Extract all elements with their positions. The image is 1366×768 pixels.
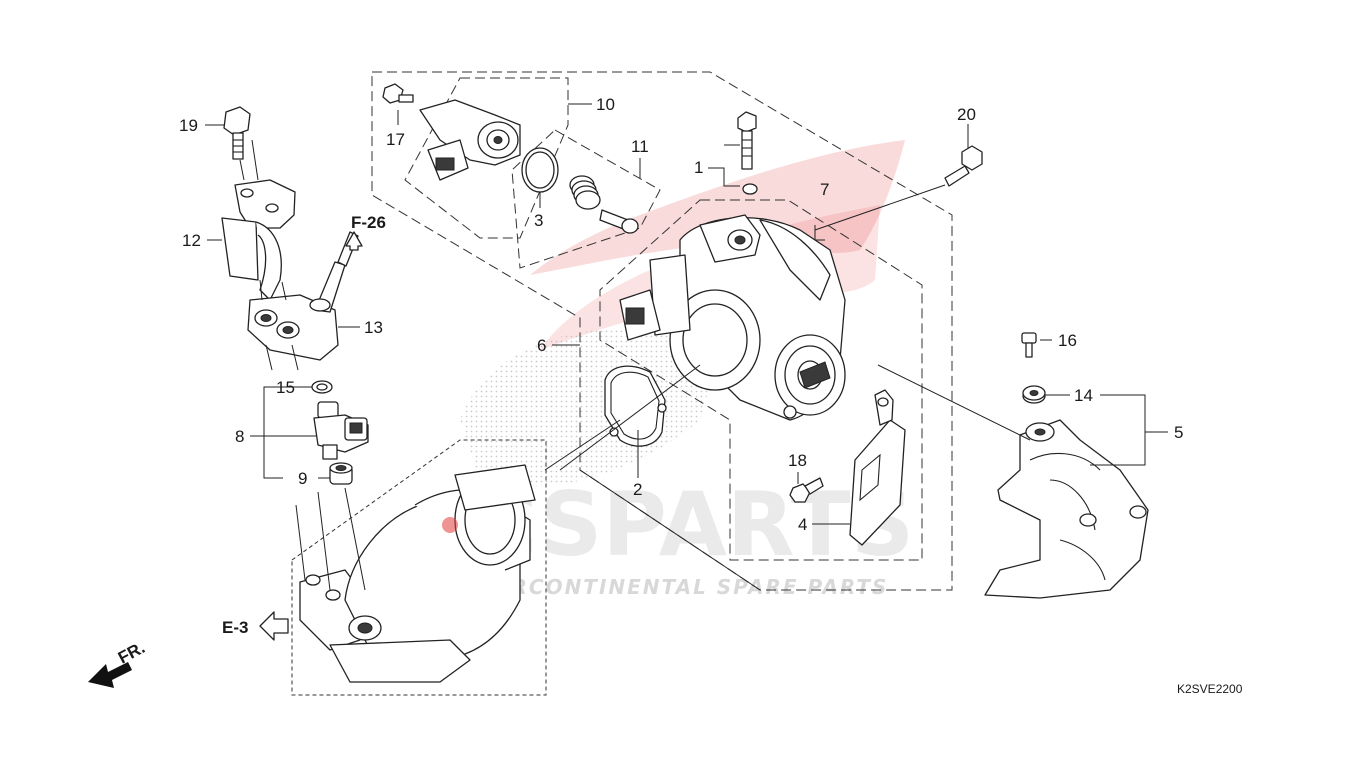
callout-15: 15 (276, 378, 295, 397)
callout-18: 18 (788, 451, 807, 470)
outline-sensor-10 (404, 77, 569, 239)
reference-f26-group: F-26 (345, 213, 386, 251)
callout-8: 8 (235, 427, 244, 446)
front-direction-group: FR. (88, 638, 148, 688)
reference-e3-group: E-3 (222, 611, 289, 641)
callout-9: 9 (298, 469, 307, 488)
part-1-screw (737, 111, 758, 195)
part-18-screw (789, 477, 824, 503)
part-8-injector (313, 401, 369, 460)
outline-kit-11 (511, 129, 661, 269)
callout-17: 17 (386, 130, 405, 149)
part-5-cover (984, 419, 1149, 599)
part-intake-manifold (299, 464, 536, 683)
watermark-dotted-field (460, 328, 720, 487)
callout-20: 20 (957, 105, 976, 124)
part-7-throttle-body (619, 214, 846, 421)
part-3-oring (521, 147, 559, 193)
part-15-oring (311, 380, 333, 394)
part-20-bolt (944, 145, 983, 187)
callout-6: 6 (537, 336, 546, 355)
ref-f26: F-26 (351, 213, 386, 232)
callout-19: 19 (179, 116, 198, 135)
part-9-seal (329, 462, 353, 485)
leader-lines (205, 103, 1168, 591)
callout-4: 4 (798, 515, 807, 534)
callout-2: 2 (633, 480, 642, 499)
callout-11: 11 (631, 137, 649, 156)
up-arrow-icon (345, 231, 363, 251)
callout-5: 5 (1174, 423, 1183, 442)
callout-10: 10 (596, 95, 615, 114)
ref-e3: E-3 (222, 618, 248, 637)
callout-labels: 1 2 3 4 5 6 7 8 9 10 11 12 13 14 15 16 1… (179, 95, 1183, 534)
left-arrow-icon (259, 611, 289, 641)
front-arrow-icon (88, 662, 132, 688)
callout-7: 7 (820, 180, 829, 199)
callout-16: 16 (1058, 331, 1077, 350)
part-10-sensor (419, 99, 521, 181)
callout-12: 12 (182, 231, 201, 250)
part-17-screw (382, 83, 414, 104)
part-19-bolt (223, 106, 251, 160)
callout-1: 1 (694, 158, 703, 177)
part-11-spring (569, 175, 639, 234)
part-2-gasket (604, 365, 667, 447)
front-label: FR. (115, 638, 148, 668)
callout-13: 13 (364, 318, 383, 337)
part-16-screw (1021, 332, 1037, 358)
callout-3: 3 (534, 211, 543, 230)
part-13-holder (247, 231, 359, 361)
watermark-tagline: INTERCONTINENTAL SPARE PARTS (452, 575, 888, 599)
callout-14: 14 (1074, 386, 1093, 405)
part-12-bracket (221, 179, 296, 301)
drawing-code: K2SVE2200 (1177, 682, 1243, 696)
outline-throttle-7 (599, 199, 923, 561)
part-4-bracket (849, 389, 906, 546)
part-14-washer (1022, 385, 1046, 404)
